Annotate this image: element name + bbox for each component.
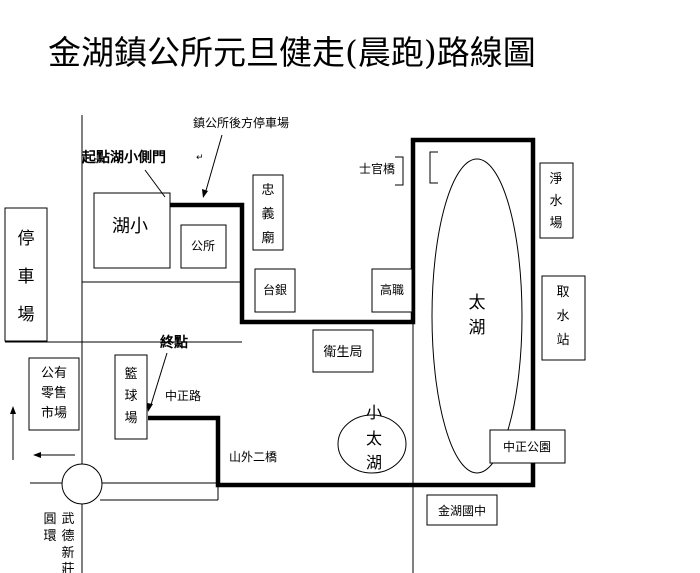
label-end-point: 終點 <box>160 334 188 351</box>
building-town-office: 公所 <box>180 224 227 269</box>
parking-pointer <box>204 134 223 195</box>
label-shiguan-bridge: 士官橋 <box>359 161 395 176</box>
building-zhongzheng-park: 中正公園 <box>489 429 566 464</box>
svg-text:公所: 公所 <box>191 239 215 253</box>
building-parking: 停 車 場 <box>4 207 48 342</box>
building-health-bureau: 衛生局 <box>312 329 374 373</box>
svg-text:球: 球 <box>124 389 137 404</box>
svg-text:公有: 公有 <box>41 366 67 381</box>
svg-text:市場: 市場 <box>41 405 67 421</box>
map-title: 金湖鎮公所元旦健走(晨跑)路線圖 <box>48 33 536 72</box>
svg-text:武: 武 <box>61 512 74 527</box>
building-huxiao: 湖小 <box>93 192 171 269</box>
building-zhongyi-temple: 忠 義 廟 <box>252 174 284 251</box>
svg-text:湖小: 湖小 <box>112 216 148 237</box>
end-pointer <box>149 352 168 409</box>
walking-route <box>148 137 536 488</box>
svg-text:水: 水 <box>549 194 562 209</box>
svg-text:圓: 圓 <box>43 512 56 527</box>
svg-text:莊: 莊 <box>61 562 74 573</box>
label-zhongshan-road: 中正路 <box>165 388 201 403</box>
label-wude-xinzhuang: 武 德 新 莊 <box>61 512 74 573</box>
lake-tai: 太 湖 <box>431 158 523 474</box>
direction-arrows <box>10 406 75 460</box>
svg-text:太: 太 <box>366 429 382 448</box>
svg-text:零售: 零售 <box>41 385 67 401</box>
svg-text:忠: 忠 <box>261 183 274 198</box>
svg-text:中正公園: 中正公園 <box>503 439 551 454</box>
label-start-point: 起點湖小側門 <box>81 149 166 166</box>
building-vocational-school: 高職 <box>371 268 413 313</box>
svg-text:高職: 高職 <box>380 282 404 297</box>
svg-text:金湖國中: 金湖國中 <box>438 503 486 518</box>
svg-text:台銀: 台銀 <box>263 282 287 297</box>
svg-text:場: 場 <box>124 411 137 426</box>
building-water-intake: 取 水 站 <box>541 275 586 361</box>
svg-text:車: 車 <box>18 267 35 287</box>
building-public-retail-market: 公有 零售 市場 <box>28 357 80 431</box>
svg-text:環: 環 <box>43 529 56 544</box>
svg-text:湖: 湖 <box>469 318 486 338</box>
roundabout <box>61 463 103 505</box>
svg-text:水: 水 <box>556 309 569 324</box>
svg-text:場: 場 <box>18 305 35 325</box>
building-basketball-court: 籃 球 場 <box>114 354 148 440</box>
svg-text:籃: 籃 <box>124 367 137 382</box>
label-cursor-mark: ↵ <box>196 153 204 163</box>
svg-text:湖: 湖 <box>366 453 382 472</box>
label-yuanhuan: 圓 環 <box>43 512 56 544</box>
svg-text:廟: 廟 <box>261 230 274 246</box>
svg-text:站: 站 <box>556 333 569 348</box>
start-pointer <box>144 169 166 198</box>
svg-text:場: 場 <box>549 216 562 231</box>
label-shanwai-bridge2: 山外二橋 <box>229 450 277 464</box>
lake-small-tai: 小 太 湖 <box>337 403 407 474</box>
building-jinhu-junior-high: 金湖國中 <box>426 494 498 526</box>
building-water-plant: 淨 水 場 <box>539 162 574 239</box>
svg-text:太: 太 <box>469 293 486 313</box>
svg-text:新: 新 <box>61 545 74 561</box>
svg-text:德: 德 <box>61 529 74 544</box>
svg-text:取: 取 <box>556 285 569 300</box>
svg-text:淨: 淨 <box>549 172 562 187</box>
svg-text:停: 停 <box>18 229 35 249</box>
building-taiwan-bank: 台銀 <box>254 268 296 313</box>
label-rear-parking: 鎮公所後方停車場 <box>193 115 289 130</box>
svg-text:小: 小 <box>366 403 382 422</box>
lake-bracket <box>429 151 438 184</box>
svg-text:衛生局: 衛生局 <box>323 345 362 360</box>
svg-text:義: 義 <box>261 206 274 222</box>
